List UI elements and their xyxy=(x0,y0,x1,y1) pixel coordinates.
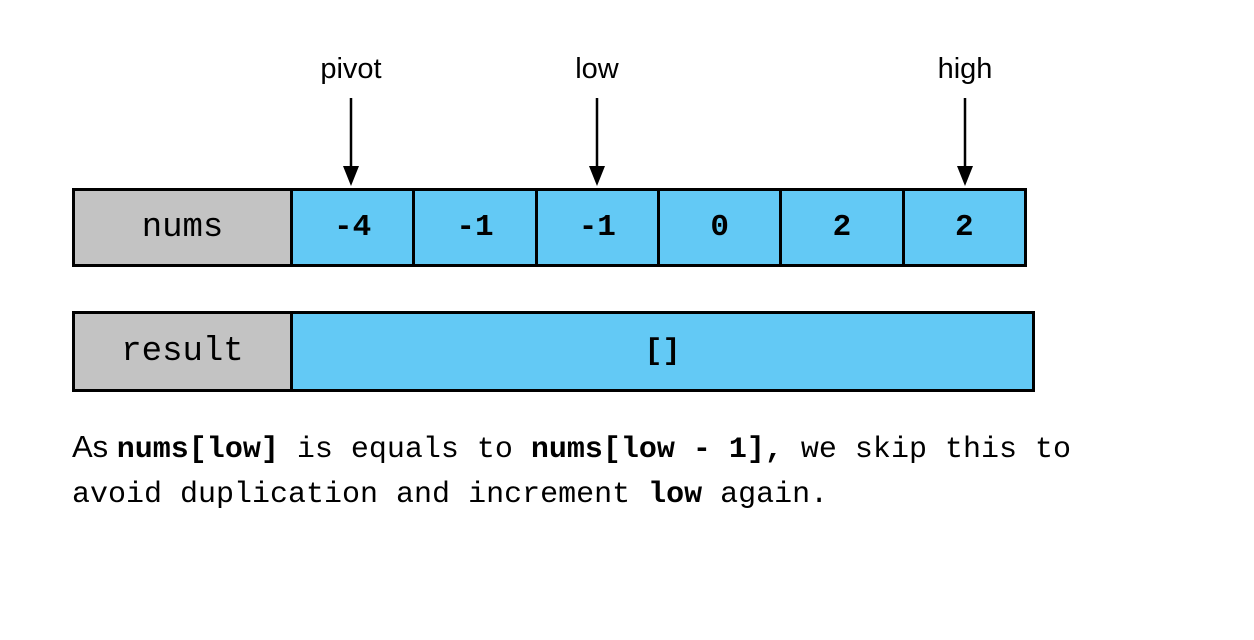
result-row-label: result xyxy=(75,314,290,389)
caption-segment: we skip this to xyxy=(782,433,1071,467)
nums-cell-0: -4 xyxy=(290,191,413,264)
caption-code-segment: nums[low - 1], xyxy=(530,433,783,467)
pointer-high-label: high xyxy=(937,53,993,85)
caption-segment: is equals to xyxy=(278,433,531,467)
nums-cell-5: 2 xyxy=(901,191,1024,264)
caption-segment: As xyxy=(72,429,117,464)
pointer-low: low xyxy=(527,52,667,188)
result-array-row: result [] xyxy=(72,311,1035,392)
arrow-down-icon xyxy=(343,98,359,186)
nums-row-label: nums xyxy=(75,191,290,264)
pointer-low-label: low xyxy=(575,53,619,85)
caption-line-1: As nums[low] is equals to nums[low - 1],… xyxy=(72,424,1202,473)
arrow-down-icon xyxy=(589,98,605,186)
caption-segment: again. xyxy=(702,478,829,512)
nums-array-row: nums -4 -1 -1 0 2 2 xyxy=(72,188,1027,267)
pointer-pivot: pivot xyxy=(281,52,421,188)
nums-cell-4: 2 xyxy=(779,191,902,264)
caption: As nums[low] is equals to nums[low - 1],… xyxy=(72,424,1202,518)
caption-code-segment: nums[low] xyxy=(116,433,279,467)
nums-cell-2: -1 xyxy=(534,191,657,264)
caption-code-segment: low xyxy=(648,478,703,512)
nums-cell-1: -1 xyxy=(412,191,535,264)
nums-cell-3: 0 xyxy=(656,191,780,264)
pointer-high: high xyxy=(895,52,1035,188)
result-value-cell: [] xyxy=(290,314,1032,389)
caption-segment: avoid duplication and increment xyxy=(72,478,649,512)
arrow-down-icon xyxy=(957,98,973,186)
caption-line-2: avoid duplication and increment low agai… xyxy=(72,473,1202,518)
pointer-pivot-label: pivot xyxy=(320,53,382,85)
